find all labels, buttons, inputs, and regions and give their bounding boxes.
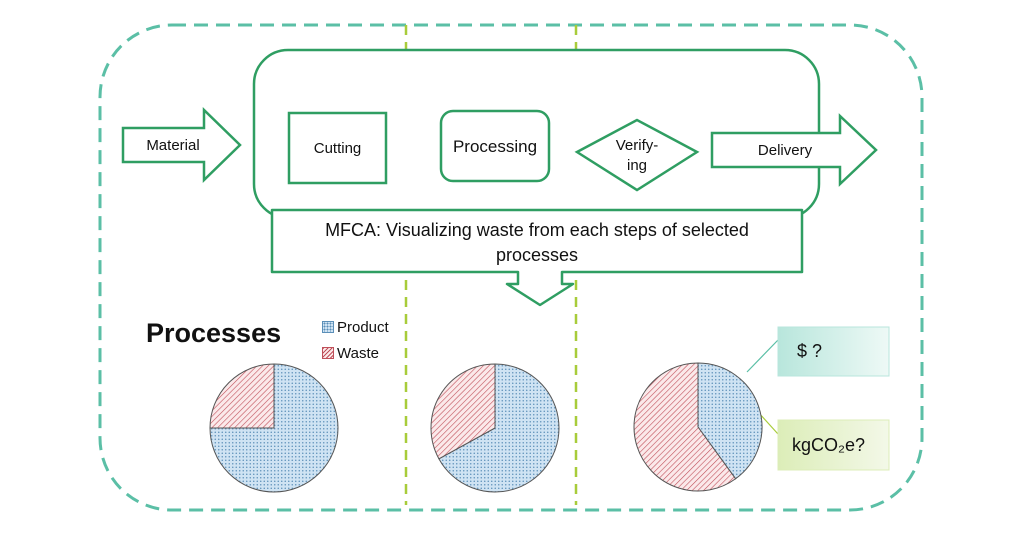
processing-label: Processing <box>452 137 538 156</box>
pie-slice-product <box>438 363 560 493</box>
carbon-box <box>777 419 890 471</box>
verifying-label-line1: Verify- <box>615 137 659 154</box>
material-label: Material <box>146 137 200 154</box>
pie-slice-waste <box>633 362 737 492</box>
cost-question: $ ? <box>797 341 823 361</box>
legend-label-waste: Waste <box>337 344 379 362</box>
pie-slice-product <box>697 362 763 480</box>
cost-box <box>777 326 890 377</box>
processes-heading: Processes <box>146 318 282 348</box>
mfca-callout <box>270 208 804 307</box>
mfca-callout-line1: MFCA: Visualizing waste from each steps … <box>325 220 749 240</box>
product-swatch-icon <box>322 321 334 333</box>
pie-slice-product <box>209 363 339 493</box>
verifying-label-line2: ing <box>626 157 648 174</box>
pie-chart-cutting <box>209 363 339 493</box>
pie-slice-waste <box>209 363 275 429</box>
pie-chart-processing <box>430 363 560 493</box>
delivery-arrow <box>710 113 878 187</box>
cutting-label: Cutting <box>313 140 362 157</box>
material-arrow <box>121 107 242 183</box>
verifying-diamond <box>574 118 700 192</box>
pie-slice-waste <box>430 363 496 460</box>
carbon-question: kgCO₂e? <box>792 435 866 455</box>
delivery-label: Delivery <box>757 142 813 159</box>
legend-item-product: Product <box>322 314 389 340</box>
cost-connector <box>746 339 779 373</box>
waste-swatch-icon <box>322 347 334 359</box>
legend-item-waste: Waste <box>322 340 389 366</box>
pie-chart-delivery <box>633 362 763 492</box>
processing-box <box>439 109 551 183</box>
mfca-callout-line2: processes <box>495 245 579 265</box>
outer-dashed-boundary <box>98 23 924 512</box>
cutting-box <box>287 111 388 185</box>
legend-label-product: Product <box>337 318 389 336</box>
legend: Product Waste <box>322 314 389 366</box>
